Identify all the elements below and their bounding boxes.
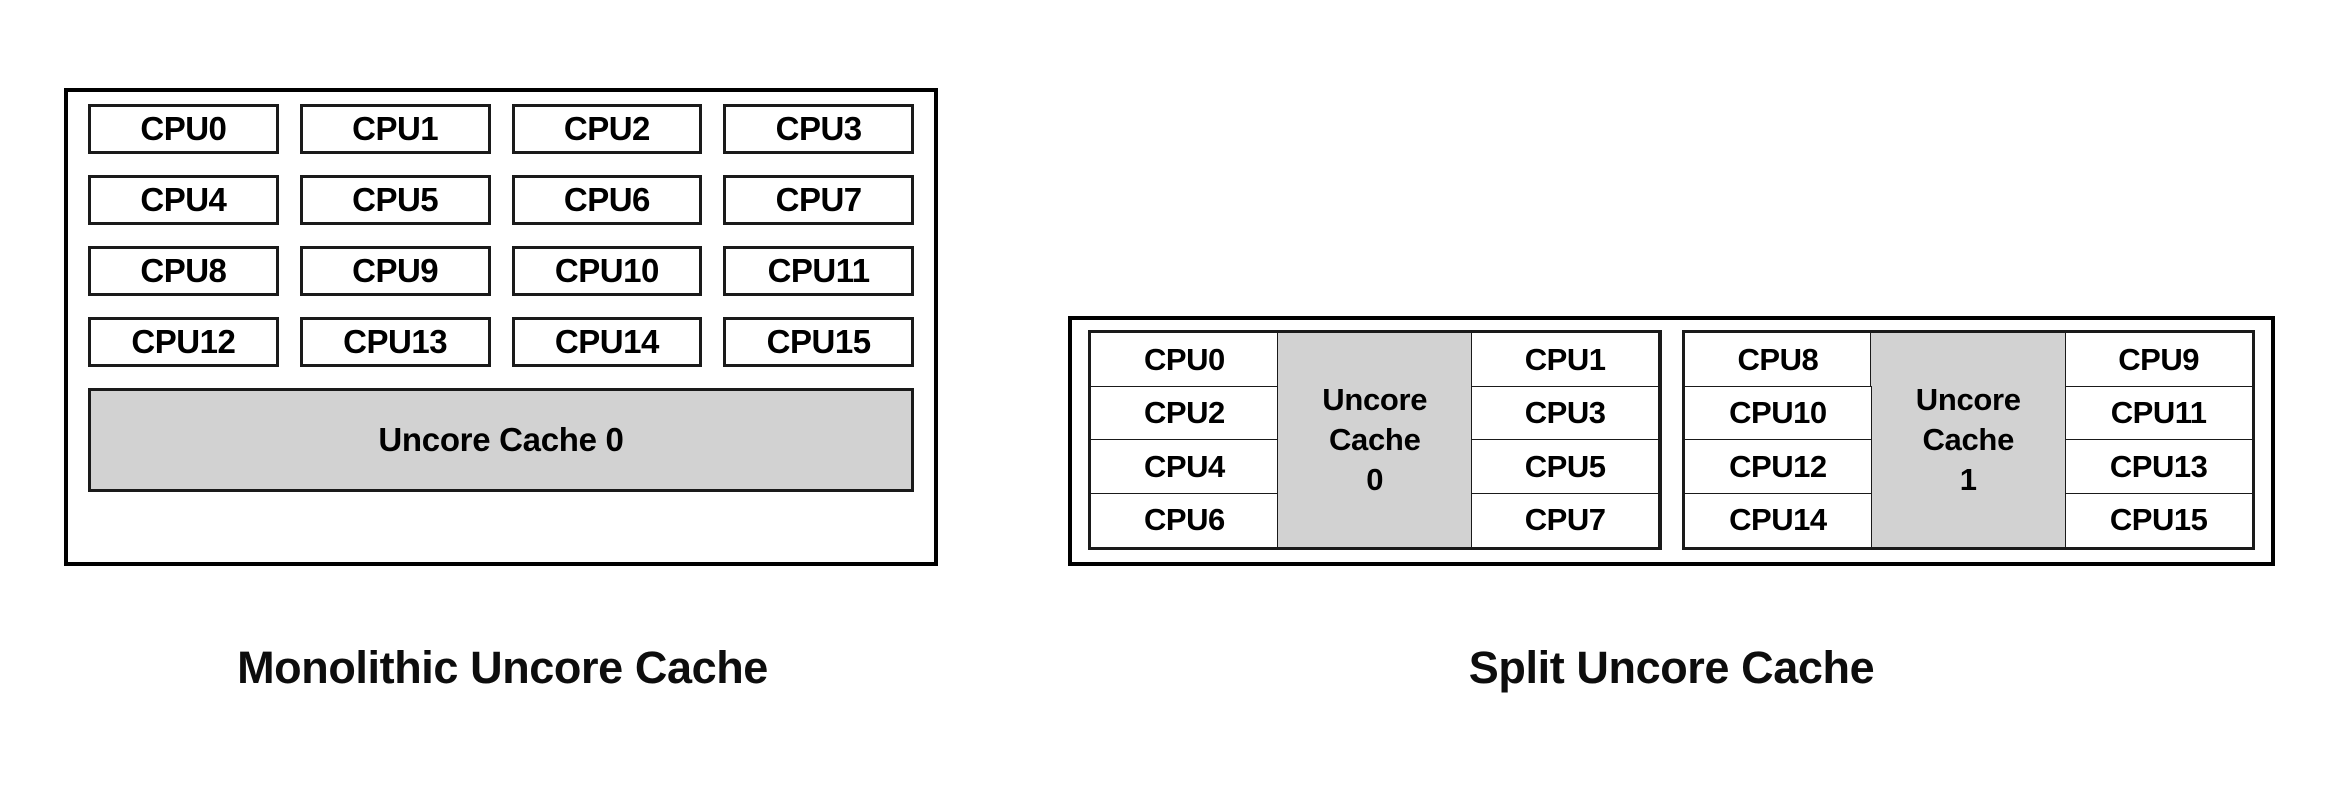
cpu-box: CPU12	[1683, 439, 1872, 495]
uncore-cache-block: Uncore Cache 0	[1276, 332, 1473, 548]
uncore-cache-label-line1: Uncore	[1322, 382, 1428, 418]
cpu-box: CPU14	[511, 317, 703, 367]
cpu-box: CPU0	[1090, 332, 1279, 388]
cpu-box: CPU13	[299, 317, 491, 367]
uncore-cache-label-line2: Cache	[1922, 422, 2015, 458]
cpu-box: CPU14	[1683, 492, 1872, 548]
uncore-cache-label-line3: 0	[1366, 461, 1384, 497]
cpu-box: CPU2	[511, 104, 703, 154]
cpu-box: CPU10	[1683, 385, 1872, 441]
cpu-box: CPU7	[723, 175, 914, 225]
monolithic-contents: CPU0 CPU1 CPU2 CPU3 CPU4 CPU5 CPU6 CPU7 …	[88, 104, 914, 548]
cpu-box: CPU2	[1090, 385, 1279, 441]
cpu-box: CPU15	[2064, 492, 2253, 548]
monolithic-uncore-cache-figure: CPU0 CPU1 CPU2 CPU3 CPU4 CPU5 CPU6 CPU7 …	[64, 88, 938, 566]
cpu-box: CPU3	[1471, 385, 1660, 441]
cache-cluster-0: CPU0 Uncore Cache 0 CPU1 CPU2 CPU3 CPU4 …	[1088, 330, 1662, 550]
cpu-box: CPU6	[1090, 492, 1279, 548]
cpu-box: CPU1	[299, 104, 491, 154]
figure-caption-monolithic: Monolithic Uncore Cache	[237, 642, 768, 693]
uncore-cache-label-line3: 1	[1959, 461, 1977, 497]
cpu-box: CPU9	[2064, 332, 2253, 388]
cpu-box: CPU11	[723, 246, 914, 296]
cpu-box: CPU7	[1471, 492, 1660, 548]
cpu-box: CPU4	[88, 175, 279, 225]
cpu-box: CPU6	[511, 175, 703, 225]
cpu-box: CPU8	[1683, 332, 1872, 388]
split-contents: CPU0 Uncore Cache 0 CPU1 CPU2 CPU3 CPU4 …	[1088, 330, 2255, 550]
cache-cluster-1: CPU8 Uncore Cache 1 CPU9 CPU10 CPU11 CPU…	[1681, 330, 2255, 550]
cpu-box: CPU5	[1471, 439, 1660, 495]
uncore-cache-block: Uncore Cache 1	[1870, 332, 2067, 548]
cpu-box: CPU5	[299, 175, 491, 225]
cpu-box: CPU0	[88, 104, 279, 154]
cpu-box: CPU9	[299, 246, 491, 296]
cpu-box: CPU4	[1090, 439, 1279, 495]
cpu-box: CPU10	[511, 246, 703, 296]
cpu-box: CPU1	[1471, 332, 1660, 388]
cpu-box: CPU3	[723, 104, 914, 154]
cpu-box: CPU15	[723, 317, 914, 367]
figure-caption-split: Split Uncore Cache	[1468, 642, 1875, 693]
cpu-box: CPU11	[2064, 385, 2253, 441]
cpu-box: CPU13	[2064, 439, 2253, 495]
cpu-grid: CPU0 CPU1 CPU2 CPU3 CPU4 CPU5 CPU6 CPU7 …	[88, 104, 914, 367]
uncore-cache-label-line1: Uncore	[1915, 382, 2021, 418]
cpu-box: CPU12	[88, 317, 279, 367]
uncore-cache-block: Uncore Cache 0	[88, 388, 914, 492]
uncore-cache-label-line2: Cache	[1328, 422, 1421, 458]
cpu-box: CPU8	[88, 246, 279, 296]
split-uncore-cache-figure: CPU0 Uncore Cache 0 CPU1 CPU2 CPU3 CPU4 …	[1068, 316, 2275, 566]
